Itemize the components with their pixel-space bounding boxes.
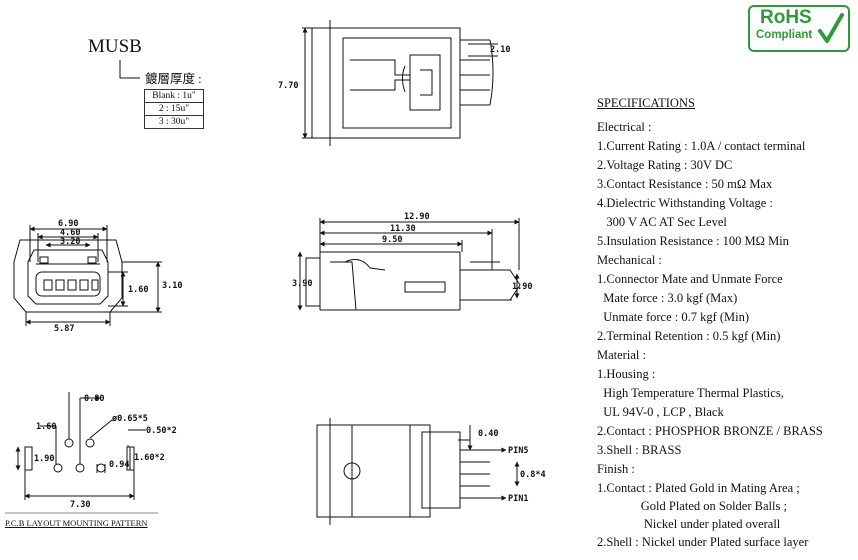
spec-line: Unmate force : 0.7 kgf (Min) — [597, 310, 750, 324]
spec-line: 2.Contact : PHOSPHOR BRONZE / BRASS — [597, 424, 823, 438]
spec-line: 2.Terminal Retention : 0.5 kgf (Min) — [597, 329, 781, 343]
spec-line: 4.Dielectric Withstanding Voltage : — [597, 196, 773, 210]
spec-line: 5.Insulation Resistance : 100 MΩ Min — [597, 234, 789, 248]
dim-label: 1.90 — [34, 454, 54, 464]
spec-line: 2.Shell : Nickel under Plated surface la… — [597, 535, 809, 549]
spec-line: Nickel under plated overall — [597, 517, 781, 531]
dim-label: 1.60 — [128, 285, 148, 295]
spec-line: 1.Connector Mate and Unmate Force — [597, 272, 783, 286]
dim-label: ø0.65*5 — [112, 414, 148, 424]
side-view — [297, 218, 521, 311]
plating-label: 鍍層厚度 : — [145, 72, 202, 86]
spec-line: Mate force : 3.0 kgf (Max) — [597, 291, 738, 305]
dim-label: 5.87 — [54, 324, 74, 334]
plating-option: Blank : 1u" — [144, 89, 204, 103]
plating-option: 3 : 30u" — [144, 115, 204, 129]
dim-label: 3.90 — [292, 279, 312, 289]
dim-label: 1.60 — [36, 422, 56, 432]
spec-line: 2.Voltage Rating : 30V DC — [597, 158, 733, 172]
spec-line: Mechanical : — [597, 253, 662, 267]
plating-option: 2 : 15u" — [144, 102, 204, 116]
spec-heading: SPECIFICATIONS — [597, 96, 695, 110]
dim-label: 0.94 — [109, 460, 129, 470]
spec-line: Finish : — [597, 462, 635, 476]
spec-line: 3.Shell : BRASS — [597, 443, 682, 457]
dim-label: 3.10 — [162, 281, 182, 291]
dim-label: 1.60*2 — [134, 453, 165, 463]
spec-line: 1.Housing : — [597, 367, 656, 381]
pcb-caption: P.C.B LAYOUT MOUNTING PATTERN — [5, 518, 148, 528]
rohs-title: RoHS — [760, 7, 812, 28]
dim-label: 11.30 — [390, 224, 416, 234]
spec-line: Gold Plated on Solder Balls ; — [597, 499, 787, 513]
dim-label: 3.20 — [60, 237, 80, 247]
dim-label: 4.60 — [60, 228, 80, 238]
bottom-view — [316, 418, 520, 525]
spec-line: Electrical : — [597, 120, 652, 134]
spec-line: Material : — [597, 348, 646, 362]
dim-label: 1.90 — [512, 282, 532, 292]
spec-line: 3.Contact Resistance : 50 mΩ Max — [597, 177, 773, 191]
dim-label: 6.90 — [58, 219, 78, 229]
spec-line: UL 94V-0 , LCP , Black — [597, 405, 724, 419]
top-view — [302, 20, 498, 146]
spec-line: 1.Current Rating : 1.0A / contact termin… — [597, 139, 806, 153]
dim-label: 9.50 — [382, 235, 402, 245]
check-icon — [818, 13, 844, 43]
dim-label: PIN1 — [508, 494, 528, 504]
rohs-subtitle: Compliant — [756, 29, 813, 41]
dim-label: 12.90 — [404, 212, 430, 222]
rohs-badge: RoHS Compliant — [748, 5, 850, 52]
dim-label: 7.70 — [278, 81, 298, 91]
plating-table: Blank : 1u" 2 : 15u" 3 : 30u" — [144, 89, 204, 129]
pcb-layout — [5, 392, 158, 514]
dim-label: 2.10 — [490, 45, 510, 55]
dim-label: 0.50*2 — [146, 426, 177, 436]
spec-line: 1.Contact : Plated Gold in Mating Area ; — [597, 481, 800, 495]
model-name: MUSB — [88, 36, 142, 57]
dim-label: 7.30 — [70, 500, 90, 510]
spec-line: 300 V AC AT Sec Level — [597, 215, 727, 229]
front-view — [13, 225, 162, 326]
dim-label: 0.40 — [478, 429, 498, 439]
spec-line: High Temperature Thermal Plastics, — [597, 386, 784, 400]
dim-label: 0.80 — [84, 394, 104, 404]
dim-label: 0.8*4 — [520, 470, 546, 480]
dim-label: PIN5 — [508, 446, 528, 456]
